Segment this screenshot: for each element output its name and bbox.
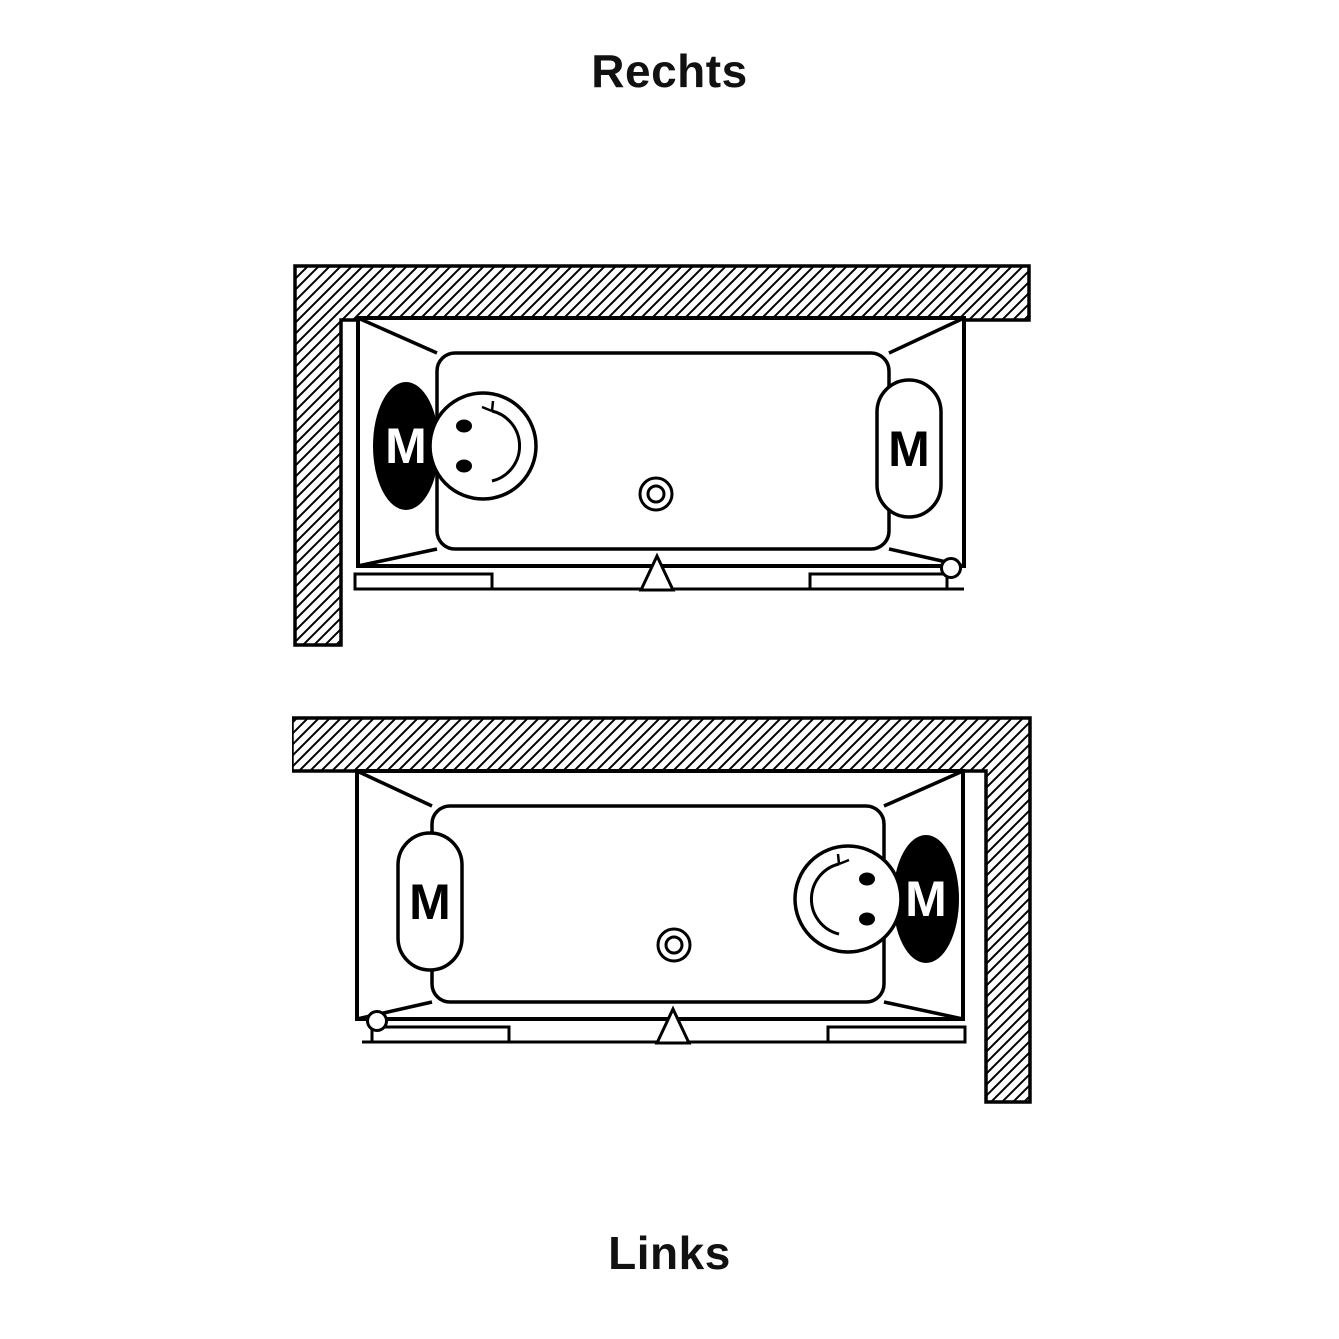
mixer-m-label: M xyxy=(385,418,427,474)
person-head-icon xyxy=(793,844,903,954)
mixer-m-marker: M xyxy=(373,382,439,510)
pivot-point-icon xyxy=(940,557,962,579)
door-rail-left xyxy=(353,572,494,591)
diagram-links: M M xyxy=(292,712,1037,1112)
door-rail-left xyxy=(370,1025,511,1044)
title-rechts: Rechts xyxy=(591,45,748,97)
headrest-m-marker: M xyxy=(875,378,943,519)
title-links: Links xyxy=(608,1227,731,1279)
drain-icon xyxy=(638,476,674,512)
headrest-m-label: M xyxy=(888,421,930,477)
center-triangle-icon xyxy=(654,1005,692,1045)
headrest-m-label: M xyxy=(409,874,451,930)
smile-arrow-icon xyxy=(809,862,840,936)
drain-icon xyxy=(656,927,692,963)
headrest-m-marker: M xyxy=(396,831,464,972)
mixer-m-marker: M xyxy=(893,835,959,963)
person-head-icon xyxy=(428,391,538,501)
smile-arrow-icon xyxy=(491,409,522,483)
diagram-rechts: M M xyxy=(292,260,1037,660)
mixer-m-label: M xyxy=(905,871,947,927)
door-rail-right xyxy=(808,572,949,591)
wall-hatched xyxy=(293,264,1031,647)
center-triangle-icon xyxy=(638,552,676,592)
pivot-point-icon xyxy=(366,1010,388,1032)
door-rail-right xyxy=(826,1025,967,1044)
wall-hatched xyxy=(292,716,1032,1104)
